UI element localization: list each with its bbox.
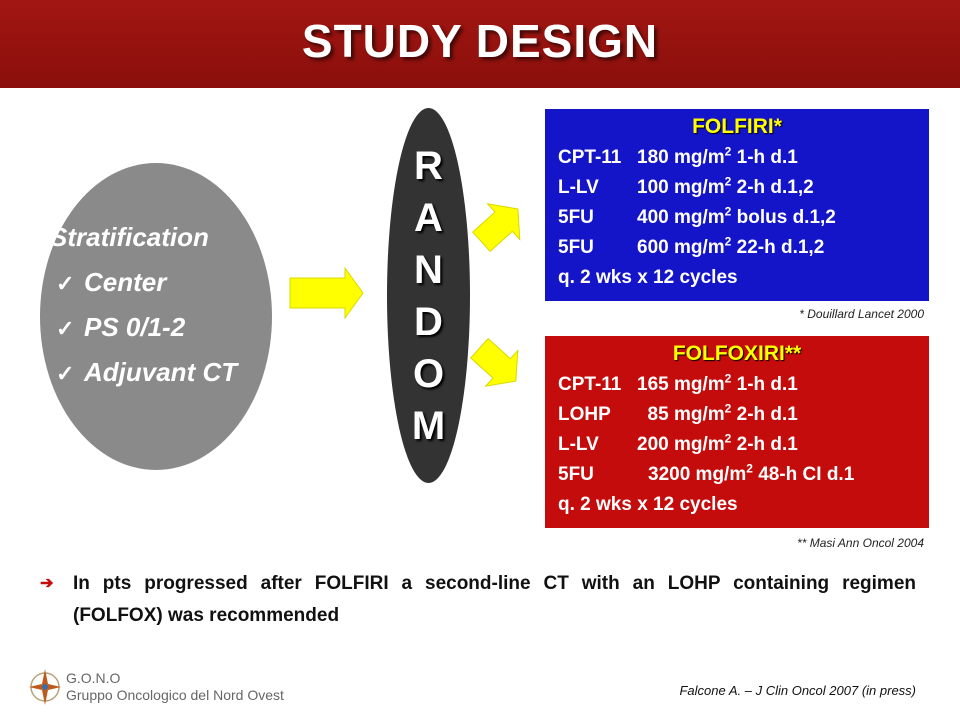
random-letters: R A N D O M xyxy=(387,140,470,452)
random-letter: A xyxy=(414,196,443,240)
recommendation-note: ➔ In pts progressed after FOLFIRI a seco… xyxy=(40,568,916,632)
stratification-item: ✓Center xyxy=(50,263,237,308)
random-letter: R xyxy=(414,144,443,188)
compass-logo-icon xyxy=(29,669,61,705)
folfiri-citation: * Douillard Lancet 2000 xyxy=(799,307,924,321)
stratification-list: Stratification ✓Center ✓PS 0/1-2 ✓Adjuva… xyxy=(50,218,237,398)
arrow-bullet-icon: ➔ xyxy=(40,575,54,592)
random-letter: O xyxy=(412,352,445,396)
arrow-down-right-icon xyxy=(470,337,519,387)
stratification-item: ✓PS 0/1-2 xyxy=(50,308,237,353)
logo-acronym: G.O.N.O xyxy=(66,670,121,686)
arrow-up-right-icon xyxy=(472,203,521,253)
checkmark-icon: ✓ xyxy=(56,271,75,296)
random-letter: N xyxy=(414,248,443,292)
arm-title: FOLFIRI* xyxy=(692,115,782,138)
schedule-row: q. 2 wks x 12 cycles xyxy=(558,267,738,288)
checkmark-icon: ✓ xyxy=(56,361,75,386)
regimen-row: LOHP 85 mg/m2 2-h d.1 xyxy=(558,401,798,425)
random-letter: M xyxy=(411,404,446,448)
schedule-row: q. 2 wks x 12 cycles xyxy=(558,494,738,515)
folfoxiri-citation: ** Masi Ann Oncol 2004 xyxy=(797,536,924,550)
checkmark-icon: ✓ xyxy=(56,316,75,341)
randomization-oval xyxy=(387,108,470,483)
stratification-circle xyxy=(40,163,272,470)
reference-citation: Falcone A. – J Clin Oncol 2007 (in press… xyxy=(679,683,916,698)
logo-text: G.O.N.O Gruppo Oncologico del Nord Ovest xyxy=(66,670,284,704)
slide-title: STUDY DESIGN xyxy=(301,15,659,67)
arrow-right-icon xyxy=(289,266,364,320)
arm-title: FOLFOXIRI** xyxy=(672,342,802,365)
random-letter: D xyxy=(414,300,443,344)
stratification-heading: Stratification xyxy=(50,222,209,252)
title-banner xyxy=(0,0,960,88)
stratification-item: ✓Adjuvant CT xyxy=(50,353,237,398)
logo-organization: Gruppo Oncologico del Nord Ovest xyxy=(66,687,284,703)
note-text: In pts progressed after FOLFIRI a second… xyxy=(73,573,916,626)
